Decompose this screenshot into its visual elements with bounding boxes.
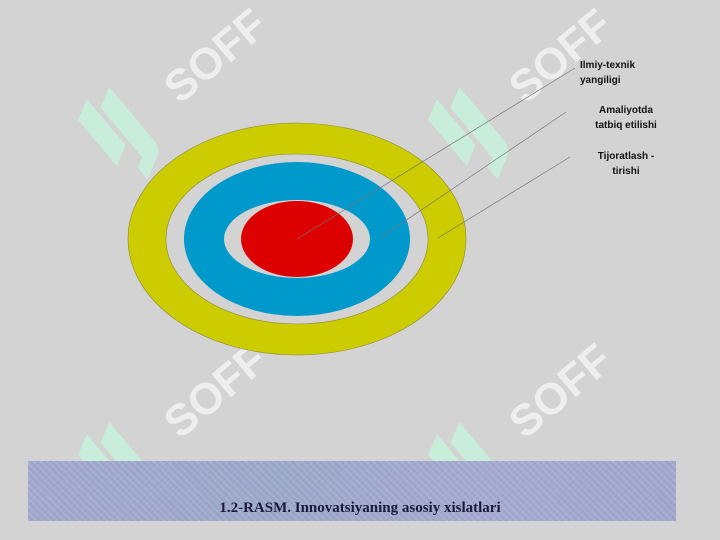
leader-line-1 [296, 67, 576, 240]
label-line: Tijoratlash - [597, 151, 655, 162]
label-line: Amaliyotda [599, 105, 653, 116]
figure-caption: 1.2-RASM. Innovatsiyaning asosiy xislatl… [219, 500, 501, 516]
leader-line-3 [437, 156, 571, 239]
label-line: tirishi [612, 166, 640, 177]
watermark-logo [428, 87, 509, 180]
caption-band [28, 461, 676, 521]
label-scientific-novelty: Ilmiy-texnik yangiligi [580, 58, 670, 88]
label-commercialization: Tijoratlash - tirishi [588, 149, 664, 179]
label-practical-application: Amaliyotda tatbiq etilishi [586, 103, 666, 133]
label-line: tatbiq etilishi [595, 120, 657, 131]
label-line: yangiligi [580, 75, 621, 86]
watermark-logo [78, 87, 159, 180]
watermark-text: SOFF [155, 0, 276, 113]
leader-line-2 [379, 111, 567, 239]
label-line: Ilmiy-texnik [580, 60, 636, 71]
watermark-text: SOFF [500, 0, 621, 113]
watermark-text: SOFF [500, 335, 621, 448]
